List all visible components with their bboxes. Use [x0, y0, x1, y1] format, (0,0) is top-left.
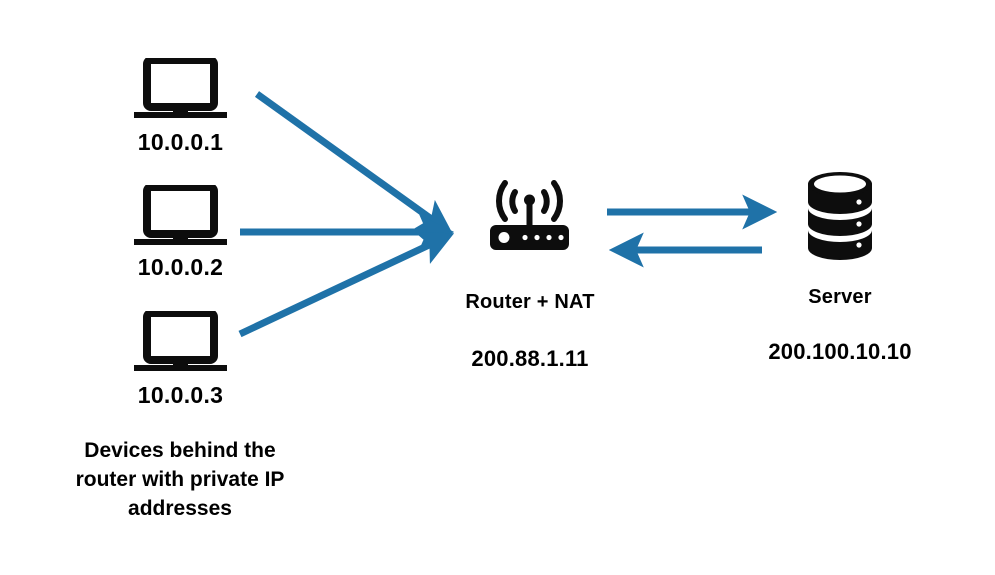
arrow-client3-to-router [238, 232, 455, 338]
database-server-icon [808, 172, 872, 260]
server-device [806, 172, 874, 265]
router-ip-label: 200.88.1.11 [471, 346, 589, 371]
server-ip-label: 200.100.10.10 [768, 339, 912, 364]
client-device-1 [133, 56, 228, 125]
arrow-client1-to-router [254, 91, 454, 235]
laptop-icon [134, 183, 227, 245]
devices-caption: Devices behind the router with private I… [75, 439, 285, 520]
client-3-ip-label: 10.0.0.3 [137, 382, 224, 408]
laptop-icon [134, 309, 227, 371]
router-name-label: Router + NAT [465, 291, 595, 313]
laptop-icon [134, 56, 227, 118]
client-1-ip-label: 10.0.0.1 [137, 129, 224, 155]
wifi-router-icon [490, 180, 569, 250]
client-device-2 [133, 183, 228, 252]
client-device-3 [133, 309, 228, 378]
client-2-ip-label: 10.0.0.2 [137, 254, 224, 280]
router-device [483, 175, 578, 260]
server-name-label: Server [808, 286, 872, 308]
